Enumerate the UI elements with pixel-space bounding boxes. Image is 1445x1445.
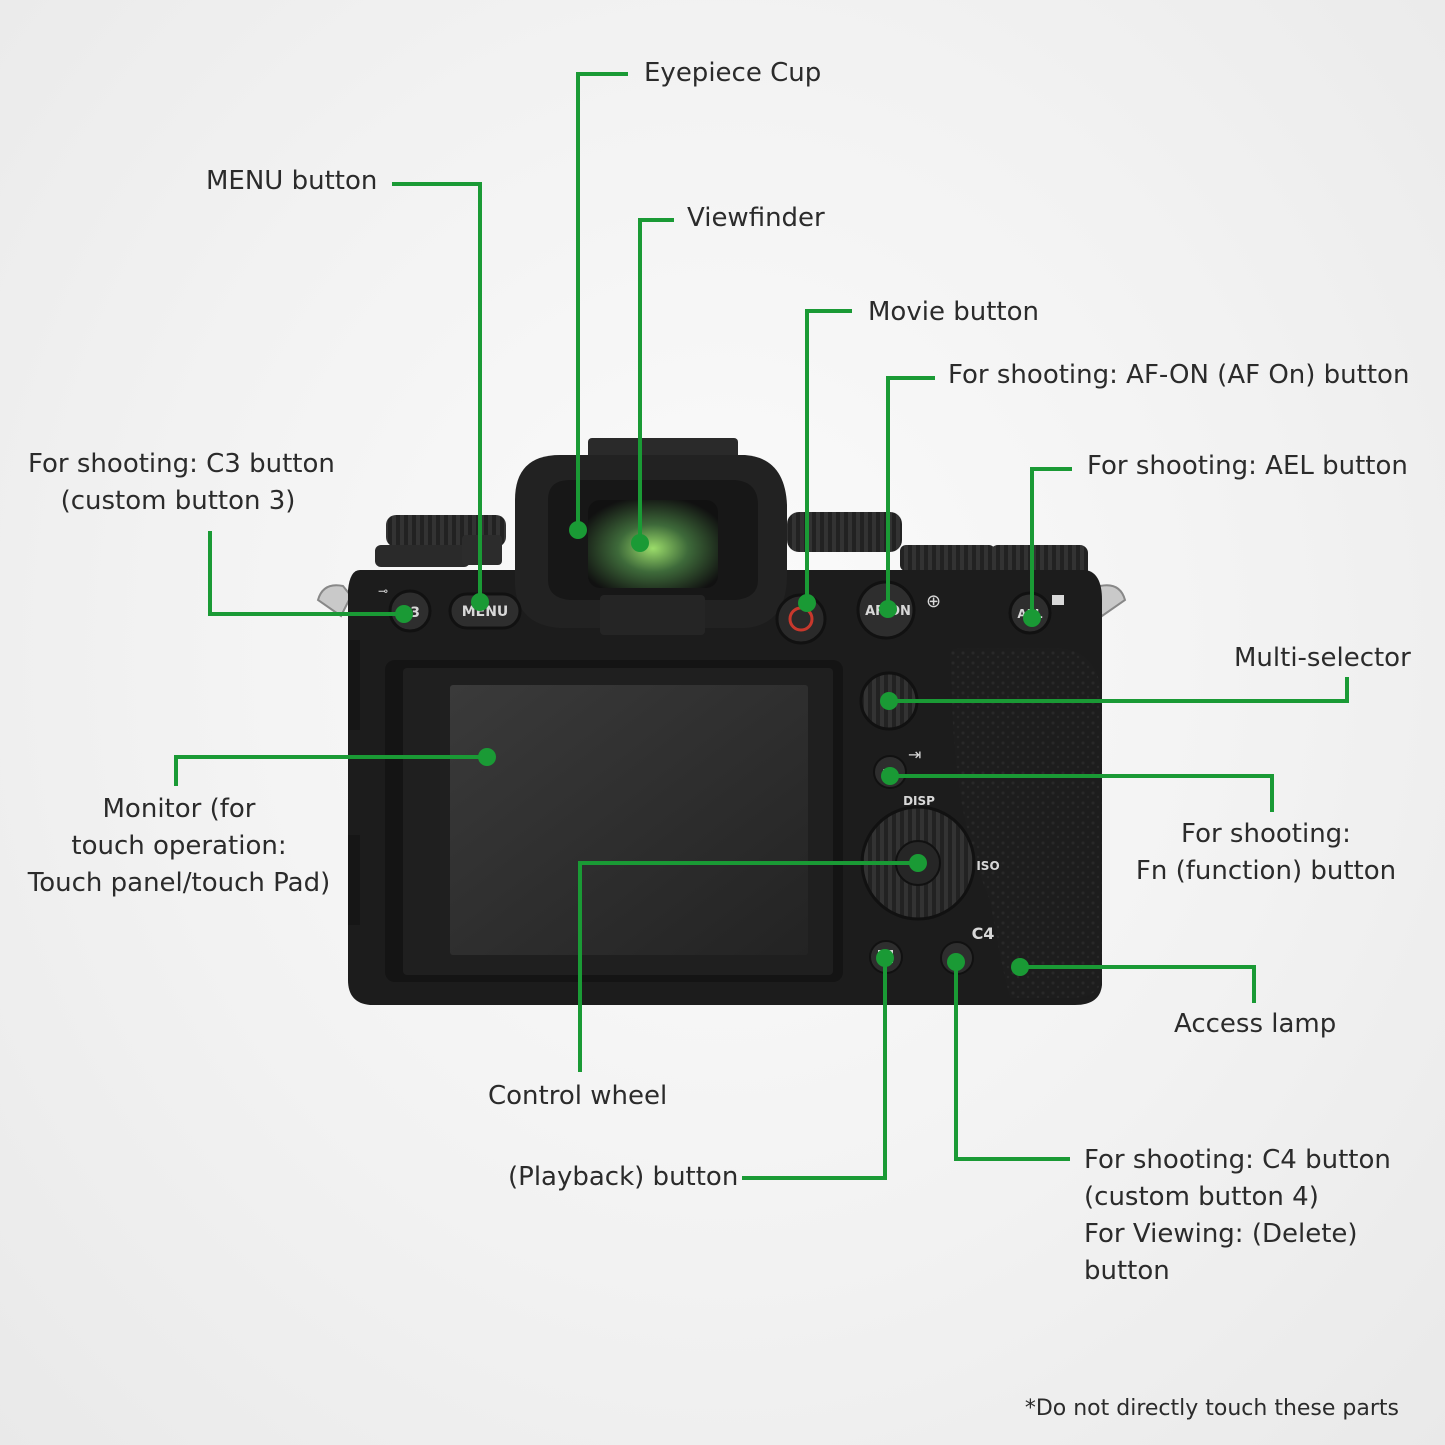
leader-menu [392,182,482,602]
leader-fn [890,774,1274,812]
label-fn-line-1: For shooting: [1181,819,1351,849]
leader-af-on [886,376,935,609]
monitor-screen [450,685,808,955]
svg-text:⇥: ⇥ [908,745,921,764]
label-c4-line-4: button [1084,1256,1170,1286]
label-eyepiece-cup: Eyepiece Cup [644,58,822,88]
leader-dots [395,521,1041,976]
label-c4-line-3: For Viewing: (Delete) [1084,1219,1358,1249]
label-af-on-button: For shooting: AF-ON (AF On) button [948,360,1410,390]
leader-c4 [954,962,1070,1161]
leader-multi-selector [889,677,1349,703]
camera-body: C3 ⊸ MENU AF-ON ⊕ AEL Fn ⇥ DISP ISO C4 [316,438,1127,1005]
leader-movie [805,309,852,603]
grip-leather [950,648,1102,998]
leader-control-wheel [578,861,918,1072]
leader-monitor [174,755,487,786]
viewfinder-glass [588,500,718,588]
iso-marking: ISO [976,859,999,873]
disp-marking: DISP [903,794,935,808]
label-c4-button: For shooting: C4 button (custom button 4… [1084,1142,1391,1290]
leader-lines [174,72,1349,1180]
label-multi-selector: Multi-selector [1234,643,1411,673]
svg-text:⊸: ⊸ [378,584,388,598]
leader-c3 [208,531,404,616]
label-viewfinder: Viewfinder [687,203,825,233]
left-strap-lug [316,584,353,618]
label-c3-line-1: For shooting: C3 button [28,449,335,479]
label-access-lamp: Access lamp [1174,1009,1337,1039]
svg-text:⊕: ⊕ [926,591,941,612]
label-ael-button: For shooting: AEL button [1087,451,1408,481]
leader-ael [1030,467,1072,618]
leader-playback [742,958,887,1180]
c4-marking: C4 [972,924,995,943]
label-monitor-line-2: touch operation: [71,831,287,861]
label-fn-button: For shooting: Fn (function) button [1135,816,1397,890]
label-movie-button: Movie button [868,297,1039,327]
label-c4-line-2: (custom button 4) [1084,1182,1319,1212]
leader-access-lamp [1020,965,1256,1003]
leader-viewfinder [638,218,674,543]
menu-button-shape [448,592,522,630]
footnote: *Do not directly touch these parts [1024,1396,1399,1421]
label-monitor: Monitor (for touch operation: Touch pane… [24,791,334,902]
rear-top-dial [787,512,902,552]
leader-eyepiece-cup [576,72,628,530]
label-menu-button: MENU button [206,166,378,196]
label-fn-line-2: Fn (function) button [1135,856,1397,886]
label-playback-button: (Playback) button [508,1162,739,1192]
label-monitor-line-3: Touch panel/touch Pad) [27,868,331,898]
label-monitor-line-1: Monitor (for [102,794,256,824]
label-c3-line-2: (custom button 3) [60,486,296,516]
label-c3-button: For shooting: C3 button (custom button 3… [28,446,335,520]
label-c4-line-1: For shooting: C4 button [1084,1145,1391,1175]
front-top-dial [900,545,995,571]
label-control-wheel: Control wheel [488,1081,668,1111]
